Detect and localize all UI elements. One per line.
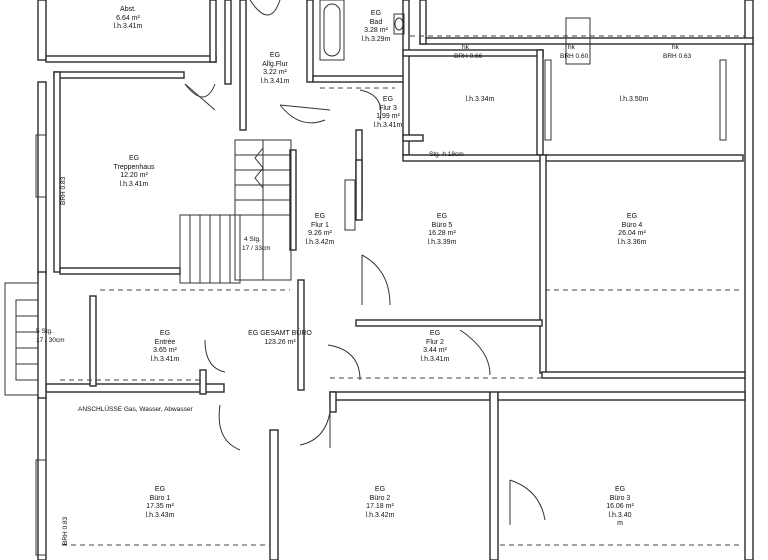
room-line: Büro 2 (369, 494, 391, 502)
main-staircase (179, 139, 292, 284)
room-label-buero2: EG Büro 2 17.18 m² l.h.3.42m (366, 486, 395, 520)
room-label-flur1: EG Flur 1 9.26 m² l.h.3.42m (306, 213, 335, 247)
room-line: Allg.Flur (262, 60, 288, 68)
room-line: 6.64 m² (116, 14, 140, 22)
room-label-abst: Abst. 6.64 m² l.h.3.41m (114, 6, 143, 32)
room-line: Büro 4 (621, 221, 643, 229)
room-line: 1.99 m² (376, 113, 400, 121)
bathtub (319, 0, 345, 61)
room-line: 16.28 m² (428, 230, 456, 238)
interior-walls (53, 0, 746, 560)
room-label-bad: EG Bad 3.28 m² l.h.3.29m (362, 10, 391, 44)
room-line: m (617, 520, 623, 528)
room-line: EG (314, 213, 326, 220)
radiator-label-1: hk (462, 44, 469, 51)
room-line: Büro 5 (431, 221, 453, 229)
room-line: EG (269, 52, 281, 59)
room-line: EG (429, 330, 441, 337)
room-label-buero3: EG Büro 3 16.06 m² l.h.3.40 m (606, 486, 634, 529)
room-line: l.h.3.41m (260, 77, 290, 85)
room-label-buero5: EG Büro 5 16.28 m² l.h.3.39m (428, 213, 457, 247)
room-label-lh350: l.h.3.50m (620, 96, 649, 105)
room-line: l.h.3.43m (145, 511, 175, 519)
room-line: l.h.3.42m (365, 511, 395, 519)
entry-stair-steps-label: 5 Stg. (36, 328, 53, 335)
room-label-flur2: EG Flur 2 3.44 m² l.h.3.41m (421, 330, 450, 364)
room-label-allg-flur: EG Allg.Flur 3.22 m² l.h.3.41m (261, 52, 290, 86)
room-line: 26.04 m² (618, 230, 646, 238)
room-line: l.h.3.42m (305, 238, 335, 246)
sill-height-label-066: BRH 0.66 (454, 53, 483, 60)
stair-ratio-label: 17 / 33cm (242, 245, 271, 252)
room-label-buero1: EG Büro 1 17.35 m² l.h.3.43m (146, 486, 175, 520)
room-label-lh334: l.h.3.34m (466, 96, 495, 105)
room-line: EG (626, 213, 638, 220)
radiator-label-2: hk (568, 44, 575, 51)
room-line: EG (382, 96, 394, 103)
room-line: 3.22 m² (263, 69, 287, 77)
room-line: Treppenhaus (113, 163, 155, 171)
room-label-buero4: EG Büro 4 26.04 m² l.h.3.36m (618, 213, 647, 247)
room-line: l.h.3.41m (113, 23, 143, 31)
radiator-label-3: hk (672, 44, 679, 51)
room-line: 9.26 m² (308, 230, 332, 238)
sill-height-label-063: BRH 0.63 (663, 53, 692, 60)
windows (35, 17, 727, 556)
exterior-walls (37, 0, 754, 560)
room-line: EG (128, 155, 140, 162)
room-line: Entrée (154, 338, 176, 346)
room-line: EG (370, 10, 382, 17)
room-line: l.h.3.41m (373, 121, 403, 129)
sill-height-label-left: BRH 0.83 (60, 176, 67, 205)
room-line: 3.28 m² (364, 27, 388, 35)
room-line: 17.18 m² (366, 503, 394, 511)
room-label-flur3: EG Flur 3 1.99 m² l.h.3.41m (374, 96, 403, 130)
room-line: 3.44 m² (423, 347, 447, 355)
room-label-entree: EG Entrée 3.65 m² l.h.3.41m (151, 330, 180, 364)
room-line: l.h.3.39m (427, 238, 457, 246)
room-line: l.h.3.41m (420, 355, 450, 363)
room-line: l.h.3.40 (608, 511, 632, 519)
stair-steps-label: 4 Stg. (244, 236, 261, 243)
doors (184, 0, 546, 525)
total-area-label: EG GESAMT BÜRO 123.26 m² (248, 330, 312, 347)
step-height-label: Stg. h 18cm (429, 151, 464, 158)
room-line: l.h.3.41m (150, 355, 180, 363)
room-line: Büro 3 (609, 494, 631, 502)
room-line: 16.06 m² (606, 503, 634, 511)
room-line: 17.35 m² (146, 503, 174, 511)
room-line: EG (614, 486, 626, 493)
sill-height-label-bottom: BRH 0.83 (62, 516, 69, 545)
total-area-title: EG GESAMT BÜRO (248, 330, 312, 337)
dashed-lines (60, 35, 745, 546)
room-label-treppenhaus: EG Treppenhaus 12.20 m² l.h.3.41m (114, 155, 155, 189)
room-line: l.h.3.50m (619, 96, 649, 103)
room-line: Flur 1 (311, 221, 329, 229)
room-line: Bad (369, 18, 383, 26)
room-line: EG (159, 330, 171, 337)
room-line: EG (374, 486, 386, 493)
sill-height-label-060: BRH 0.60 (560, 53, 589, 60)
room-line: Flur 2 (426, 338, 444, 346)
room-line: EG (436, 213, 448, 220)
room-line: 3.65 m² (153, 347, 177, 355)
room-line: l.h.3.41m (119, 180, 149, 188)
sink (393, 13, 405, 35)
room-line: Abst. (120, 6, 136, 13)
entry-stair-ratio-label: 17 / 30cm (36, 337, 65, 344)
entrance-staircase (4, 282, 39, 396)
room-line: Büro 1 (149, 494, 171, 502)
total-area-value: 123.26 m² (264, 338, 296, 346)
room-line: EG (154, 486, 166, 493)
room-line: l.h.3.36m (617, 238, 647, 246)
room-line: Flur 3 (379, 104, 397, 112)
room-line: l.h.3.29m (361, 35, 391, 43)
room-line: 12.20 m² (120, 172, 148, 180)
connections-note: ANSCHLÜSSE Gas, Wasser, Abwasser (78, 406, 193, 413)
room-line: l.h.3.34m (465, 96, 495, 103)
